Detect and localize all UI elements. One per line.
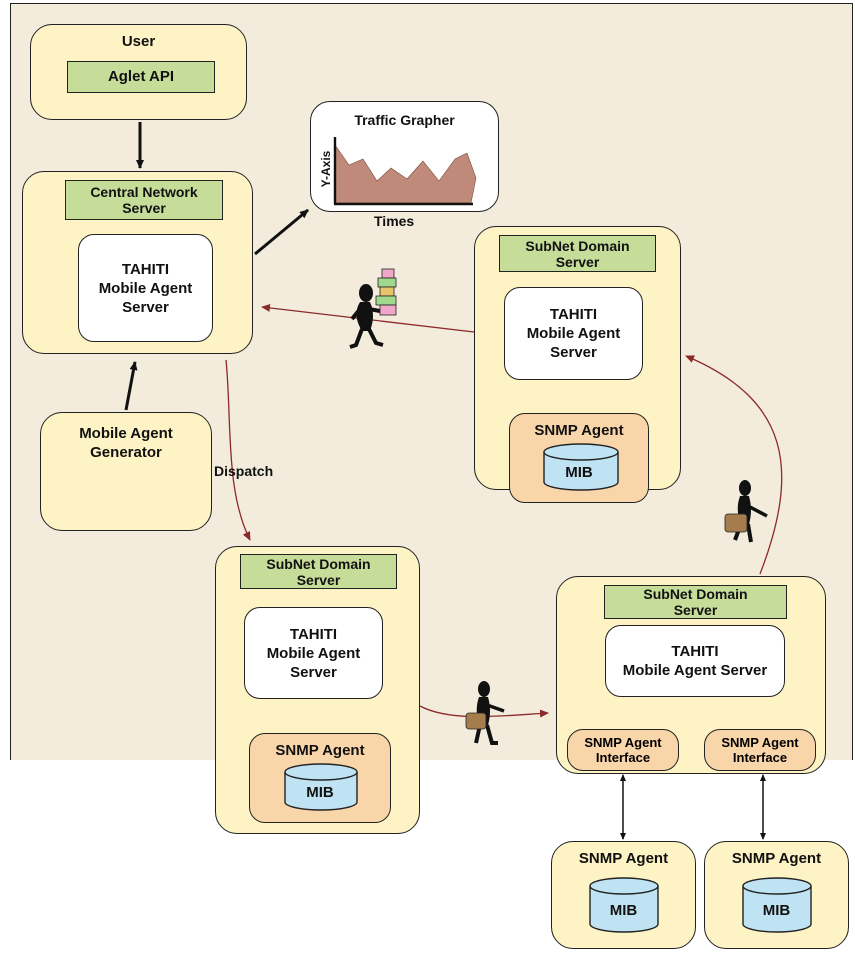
subnet-top-snmp-label: SNMP Agent — [534, 422, 624, 439]
subnet-top-title-line1: SubNet Domain — [525, 237, 630, 254]
external-snmp-agent-1: SNMP Agent MIB — [551, 841, 696, 949]
central-network-server: Central Network Server TAHITI Mobile Age… — [22, 171, 253, 354]
arrow-mid-to-right — [419, 705, 549, 718]
subnet-right-tahiti: TAHITI Mobile Agent Server — [605, 625, 785, 697]
traffic-graph-plot — [333, 137, 477, 206]
grapher-title: Traffic Grapher — [354, 112, 455, 128]
iface2-line2: Interface — [732, 750, 788, 765]
traffic-area — [334, 144, 477, 204]
subnet-top-mib-label: MIB — [565, 464, 593, 481]
ext1-mib-db — [589, 877, 659, 933]
subnet-right-tahiti-line2: Mobile Agent Server — [622, 662, 768, 679]
snmp-agent-interface-2: SNMP Agent Interface — [704, 729, 816, 771]
user-title: User — [121, 33, 156, 50]
iface1-line2: Interface — [595, 750, 651, 765]
subnet-mid-title-line1: SubNet Domain — [266, 555, 371, 572]
central-tahiti-line1: TAHITI — [121, 260, 170, 278]
arrow-generator-to-central — [124, 361, 138, 411]
iface2-line1: SNMP Agent — [721, 735, 799, 750]
subnet-top-title: SubNet Domain Server — [499, 235, 656, 272]
generator-line1: Mobile Agent — [79, 425, 173, 442]
subnet-right-title-line2: Server — [673, 602, 718, 618]
ext2-mib-label: MIB — [762, 902, 791, 919]
subnet-right-title: SubNet Domain Server — [604, 585, 787, 619]
mobile-agent-generator: Mobile Agent Generator — [40, 412, 212, 531]
subnet-mid-snmp-label: SNMP Agent — [275, 742, 365, 759]
arrow-return-to-central — [261, 303, 475, 333]
central-title: Central Network Server — [65, 180, 223, 220]
subnet-mid-title: SubNet Domain Server — [240, 554, 397, 589]
central-title-line2: Server — [122, 200, 166, 216]
arrow-dispatch — [225, 359, 251, 541]
aglet-api: Aglet API — [67, 61, 215, 93]
central-tahiti-server: TAHITI Mobile Agent Server — [78, 234, 213, 342]
snmp-agent-interface-1: SNMP Agent Interface — [567, 729, 679, 771]
subnet-mid-title-line2: Server — [296, 571, 341, 588]
subnet-right-title-line1: SubNet Domain — [643, 586, 748, 602]
central-tahiti-line2: Mobile Agent — [98, 279, 193, 297]
ext1-mib-label: MIB — [609, 902, 638, 919]
subnet-mid-tahiti-line2: Mobile Agent — [266, 644, 361, 662]
subnet-top-tahiti-line2: Mobile Agent — [526, 325, 621, 342]
subnet-mid-mib-db — [284, 763, 358, 811]
subnet-top-title-line2: Server — [555, 253, 600, 270]
central-tahiti-line3: Server — [122, 298, 169, 316]
subnet-top-mib-db — [543, 443, 619, 491]
subnet-top-tahiti-line1: TAHITI — [549, 306, 598, 323]
ext2-title: SNMP Agent — [731, 850, 822, 867]
user-box: User Aglet API — [30, 24, 247, 120]
central-title-line1: Central Network — [90, 184, 198, 200]
grapher-y-axis-label: Y-Axis — [319, 150, 333, 188]
arrow-central-to-grapher — [254, 208, 309, 256]
ext2-mib-db — [742, 877, 812, 933]
generator-line2: Generator — [90, 444, 162, 461]
arrow-right-to-top — [685, 355, 783, 575]
subnet-mid-snmp-agent: SNMP Agent MIB — [249, 733, 391, 823]
subnet-server-top: SubNet Domain Server TAHITI Mobile Agent… — [474, 226, 681, 503]
subnet-right-tahiti-line1: TAHITI — [671, 643, 719, 660]
external-snmp-agent-2: SNMP Agent MIB — [704, 841, 849, 949]
subnet-top-snmp-agent: SNMP Agent MIB — [509, 413, 649, 503]
subnet-mid-tahiti: TAHITI Mobile Agent Server — [244, 607, 383, 699]
subnet-server-mid: SubNet Domain Server TAHITI Mobile Agent… — [215, 546, 420, 834]
dispatch-label: Dispatch — [214, 463, 274, 479]
subnet-mid-mib-label: MIB — [306, 784, 334, 801]
subnet-mid-tahiti-line3: Server — [290, 663, 337, 681]
subnet-server-right: SubNet Domain Server TAHITI Mobile Agent… — [556, 576, 826, 774]
iface1-line1: SNMP Agent — [584, 735, 662, 750]
subnet-mid-tahiti-line1: TAHITI — [289, 625, 338, 643]
subnet-top-tahiti: TAHITI Mobile Agent Server — [504, 287, 643, 380]
traffic-grapher: Traffic Grapher Y-Axis — [310, 101, 499, 212]
ext1-title: SNMP Agent — [578, 850, 669, 867]
grapher-x-axis-label: Times — [374, 213, 415, 229]
subnet-top-tahiti-line3: Server — [550, 344, 597, 361]
